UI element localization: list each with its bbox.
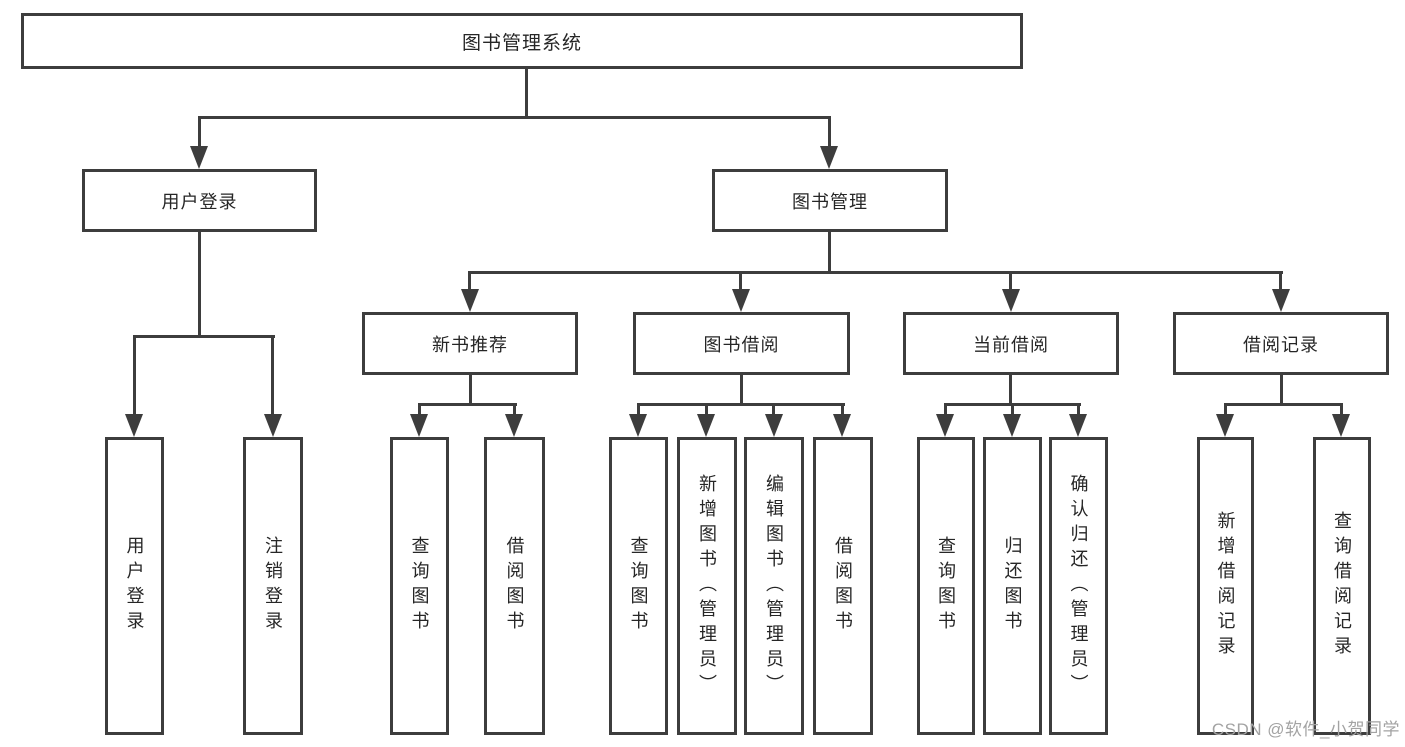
connector-stem	[944, 403, 947, 416]
connector-stem	[469, 375, 472, 405]
node-label: 借阅图书	[504, 536, 525, 636]
node-library-system: 图书管理系统	[21, 13, 1023, 69]
leaf-user-login: 用户登录	[105, 437, 164, 735]
node-book-borrow: 图书借阅	[633, 312, 850, 375]
connector-stem	[739, 271, 742, 291]
leaf-borrow-books-recommend: 借阅图书	[484, 437, 545, 735]
arrow-down-icon	[765, 414, 783, 437]
node-label: 当前借阅	[973, 334, 1049, 355]
arrow-down-icon	[1069, 414, 1087, 437]
node-label: 确认归还（管理员）	[1068, 473, 1089, 699]
arrow-down-icon	[1002, 289, 1020, 312]
connector-root-corridor	[198, 116, 831, 119]
leaf-return-book: 归还图书	[983, 437, 1042, 735]
node-new-book-recommend: 新书推荐	[362, 312, 578, 375]
connector-stem	[1340, 403, 1343, 416]
connector-corridor	[418, 403, 517, 406]
node-label: 查询借阅记录	[1332, 511, 1352, 661]
connector-stem	[1009, 375, 1012, 405]
arrow-down-icon	[936, 414, 954, 437]
connector-stem	[198, 116, 201, 148]
node-label: 查询图书	[628, 536, 649, 636]
node-label: 借阅记录	[1243, 334, 1319, 355]
connector-stem	[1280, 375, 1283, 405]
arrow-down-icon	[629, 414, 647, 437]
node-label: 编辑图书（管理员）	[764, 473, 784, 699]
arrow-down-icon	[1003, 414, 1021, 437]
node-current-borrow: 当前借阅	[903, 312, 1119, 375]
connector-stem	[1224, 403, 1227, 416]
leaf-query-books-borrow: 查询图书	[609, 437, 668, 735]
connector-bookmgmt-stem	[828, 232, 831, 274]
leaf-query-books-recommend: 查询图书	[390, 437, 449, 735]
connector-stem	[418, 403, 421, 416]
arrow-down-icon	[125, 414, 143, 437]
connector-root-stem	[525, 69, 528, 119]
node-label: 查询图书	[936, 536, 956, 636]
connector-stem	[828, 116, 831, 148]
node-label: 归还图书	[1002, 536, 1023, 636]
connector-stem	[1077, 403, 1080, 416]
node-label: 图书管理系统	[461, 32, 582, 54]
arrow-down-icon	[410, 414, 428, 437]
arrow-down-icon	[820, 146, 838, 169]
node-label: 用户登录	[161, 191, 238, 212]
leaf-confirm-return-admin: 确认归还（管理员）	[1049, 437, 1108, 735]
arrow-down-icon	[1216, 414, 1234, 437]
connector-userlogin-stem	[198, 232, 201, 338]
connector-corridor	[1224, 403, 1343, 406]
arrow-down-icon	[833, 414, 851, 437]
connector-stem	[740, 375, 743, 405]
node-label: 新书推荐	[432, 334, 508, 355]
connector-stem	[705, 403, 708, 416]
leaf-borrow-books: 借阅图书	[813, 437, 873, 735]
node-label: 新增图书（管理员）	[697, 473, 717, 699]
node-borrow-records: 借阅记录	[1173, 312, 1389, 375]
arrow-down-icon	[190, 146, 208, 169]
node-label: 借阅图书	[833, 536, 853, 636]
node-label: 注销登录	[263, 536, 283, 636]
connector-stem	[1279, 271, 1282, 291]
node-label: 新增借阅记录	[1215, 511, 1236, 661]
connector-stem	[637, 403, 640, 416]
node-label: 查询图书	[409, 536, 430, 636]
leaf-add-borrow-record: 新增借阅记录	[1197, 437, 1254, 735]
leaf-add-book-admin: 新增图书（管理员）	[677, 437, 737, 735]
arrow-down-icon	[697, 414, 715, 437]
node-label: 用户登录	[124, 536, 145, 636]
csdn-watermark: CSDN @软件_小贺同学	[1211, 720, 1400, 739]
leaf-logout: 注销登录	[243, 437, 303, 735]
connector-stem	[1011, 403, 1014, 416]
node-label: 图书管理	[792, 191, 868, 212]
arrow-down-icon	[732, 289, 750, 312]
connector-bookmgmt-corridor	[469, 271, 1283, 274]
connector-stem	[468, 271, 471, 291]
connector-stem	[772, 403, 775, 416]
node-user-login: 用户登录	[82, 169, 317, 232]
arrow-down-icon	[505, 414, 523, 437]
leaf-query-borrow-record: 查询借阅记录	[1313, 437, 1371, 735]
node-label: 图书借阅	[703, 334, 780, 355]
connector-stem	[271, 335, 274, 416]
arrow-down-icon	[264, 414, 282, 437]
arrow-down-icon	[461, 289, 479, 312]
arrow-down-icon	[1272, 289, 1290, 312]
connector-stem	[841, 403, 844, 416]
leaf-edit-book-admin: 编辑图书（管理员）	[744, 437, 804, 735]
connector-stem	[1009, 271, 1012, 291]
node-book-management: 图书管理	[712, 169, 948, 232]
connector-stem	[133, 335, 136, 416]
connector-userlogin-corridor	[133, 335, 275, 338]
arrow-down-icon	[1332, 414, 1350, 437]
leaf-query-books-current: 查询图书	[917, 437, 975, 735]
connector-stem	[513, 403, 516, 416]
connector-corridor	[637, 403, 845, 406]
